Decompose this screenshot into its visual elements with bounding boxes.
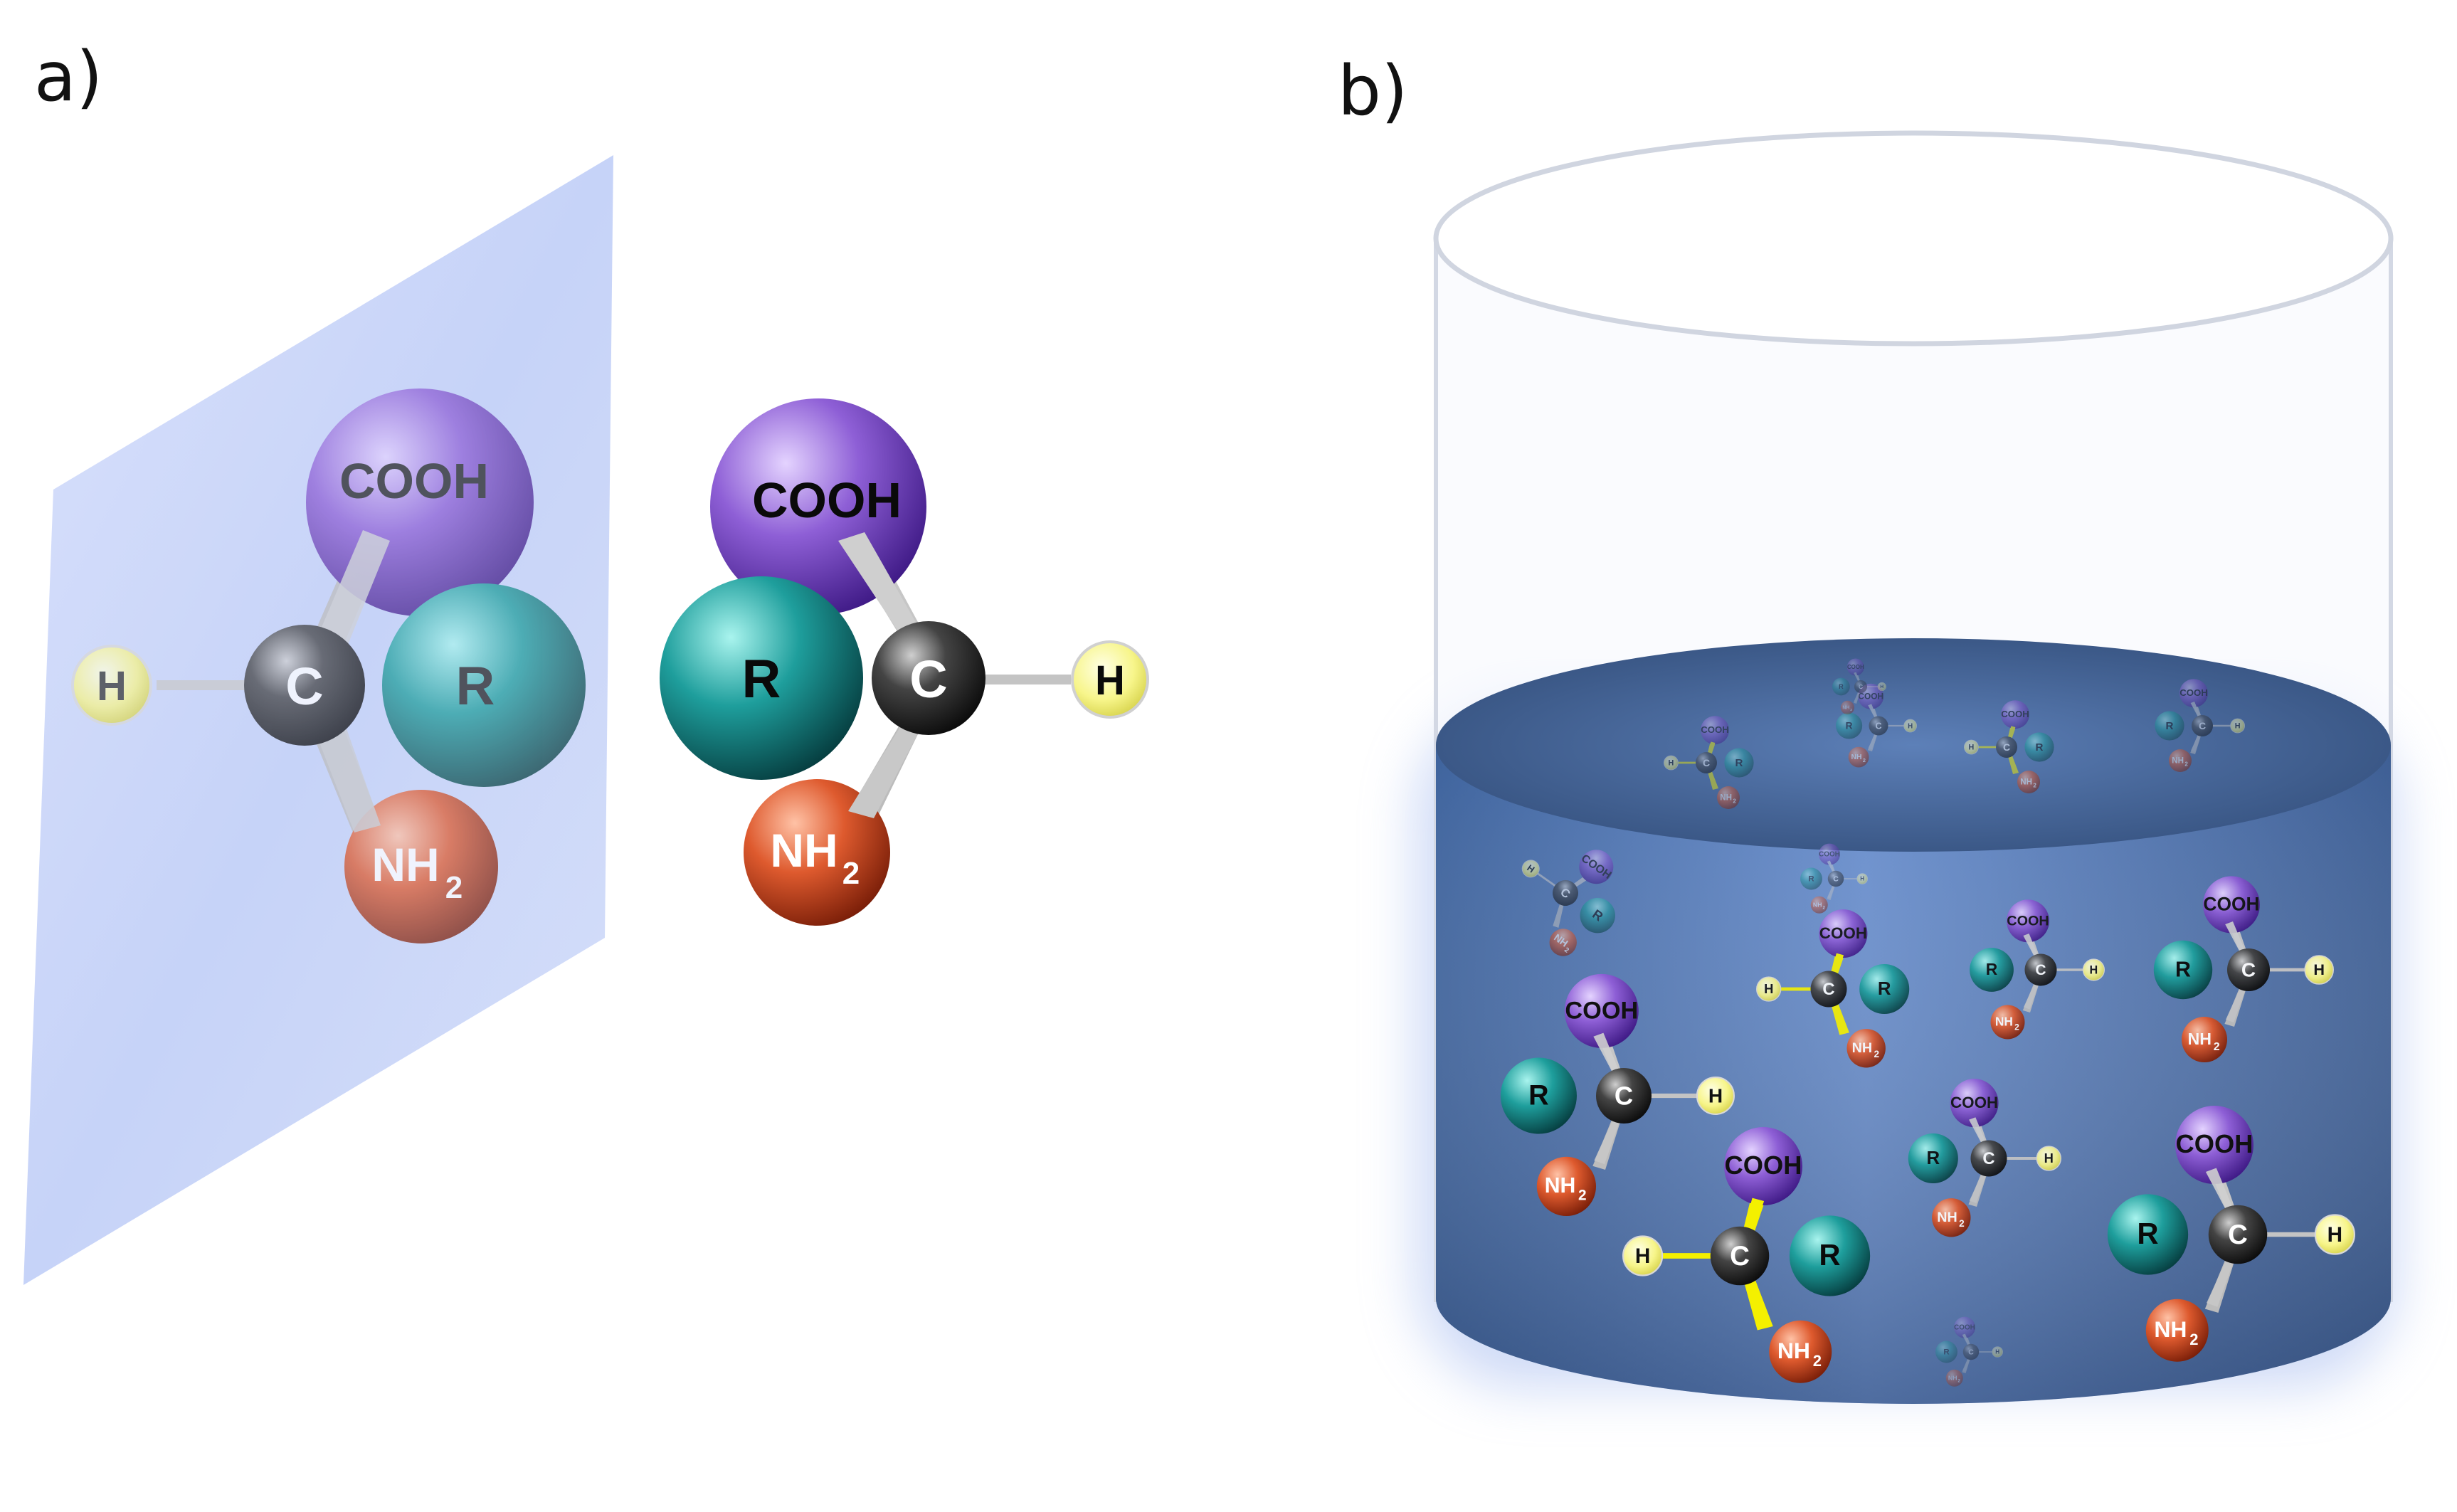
nh-label: NH [770,824,838,877]
carbon-label: C [285,657,323,716]
cooh-label: COOH [752,472,902,528]
panel-a-label: a) [34,37,103,117]
r-label: R [742,649,781,709]
nh-label: NH [371,838,439,891]
hydrogen-atom [71,645,152,726]
r-atom [382,583,586,787]
nh2-atom [344,790,498,943]
carbon-label: C [909,650,947,709]
hydrogen-atom [1071,640,1149,719]
panel-b-label: b) [1338,51,1408,131]
cooh-label: COOH [339,453,489,509]
carbon-atom [244,625,365,746]
nh2-atom [744,779,890,926]
r-label: R [456,656,495,717]
carbon-atom [872,621,986,735]
hydrogen-label: H [1095,657,1125,704]
nh-subscript: 2 [842,856,860,891]
mirror-molecule: COOH R C H NH 2 [71,388,586,943]
liquid-surface [1436,638,2391,852]
r-atom [660,576,863,780]
hydrogen-label: H [97,663,127,709]
front-molecule: COOH R C H NH 2 [660,398,1149,926]
panel-a: COOH R C H NH 2 COOH R C [23,155,1149,1285]
nh-subscript: 2 [445,870,463,905]
panel-b [1416,130,2398,1404]
beaker-rim [1433,130,2394,347]
